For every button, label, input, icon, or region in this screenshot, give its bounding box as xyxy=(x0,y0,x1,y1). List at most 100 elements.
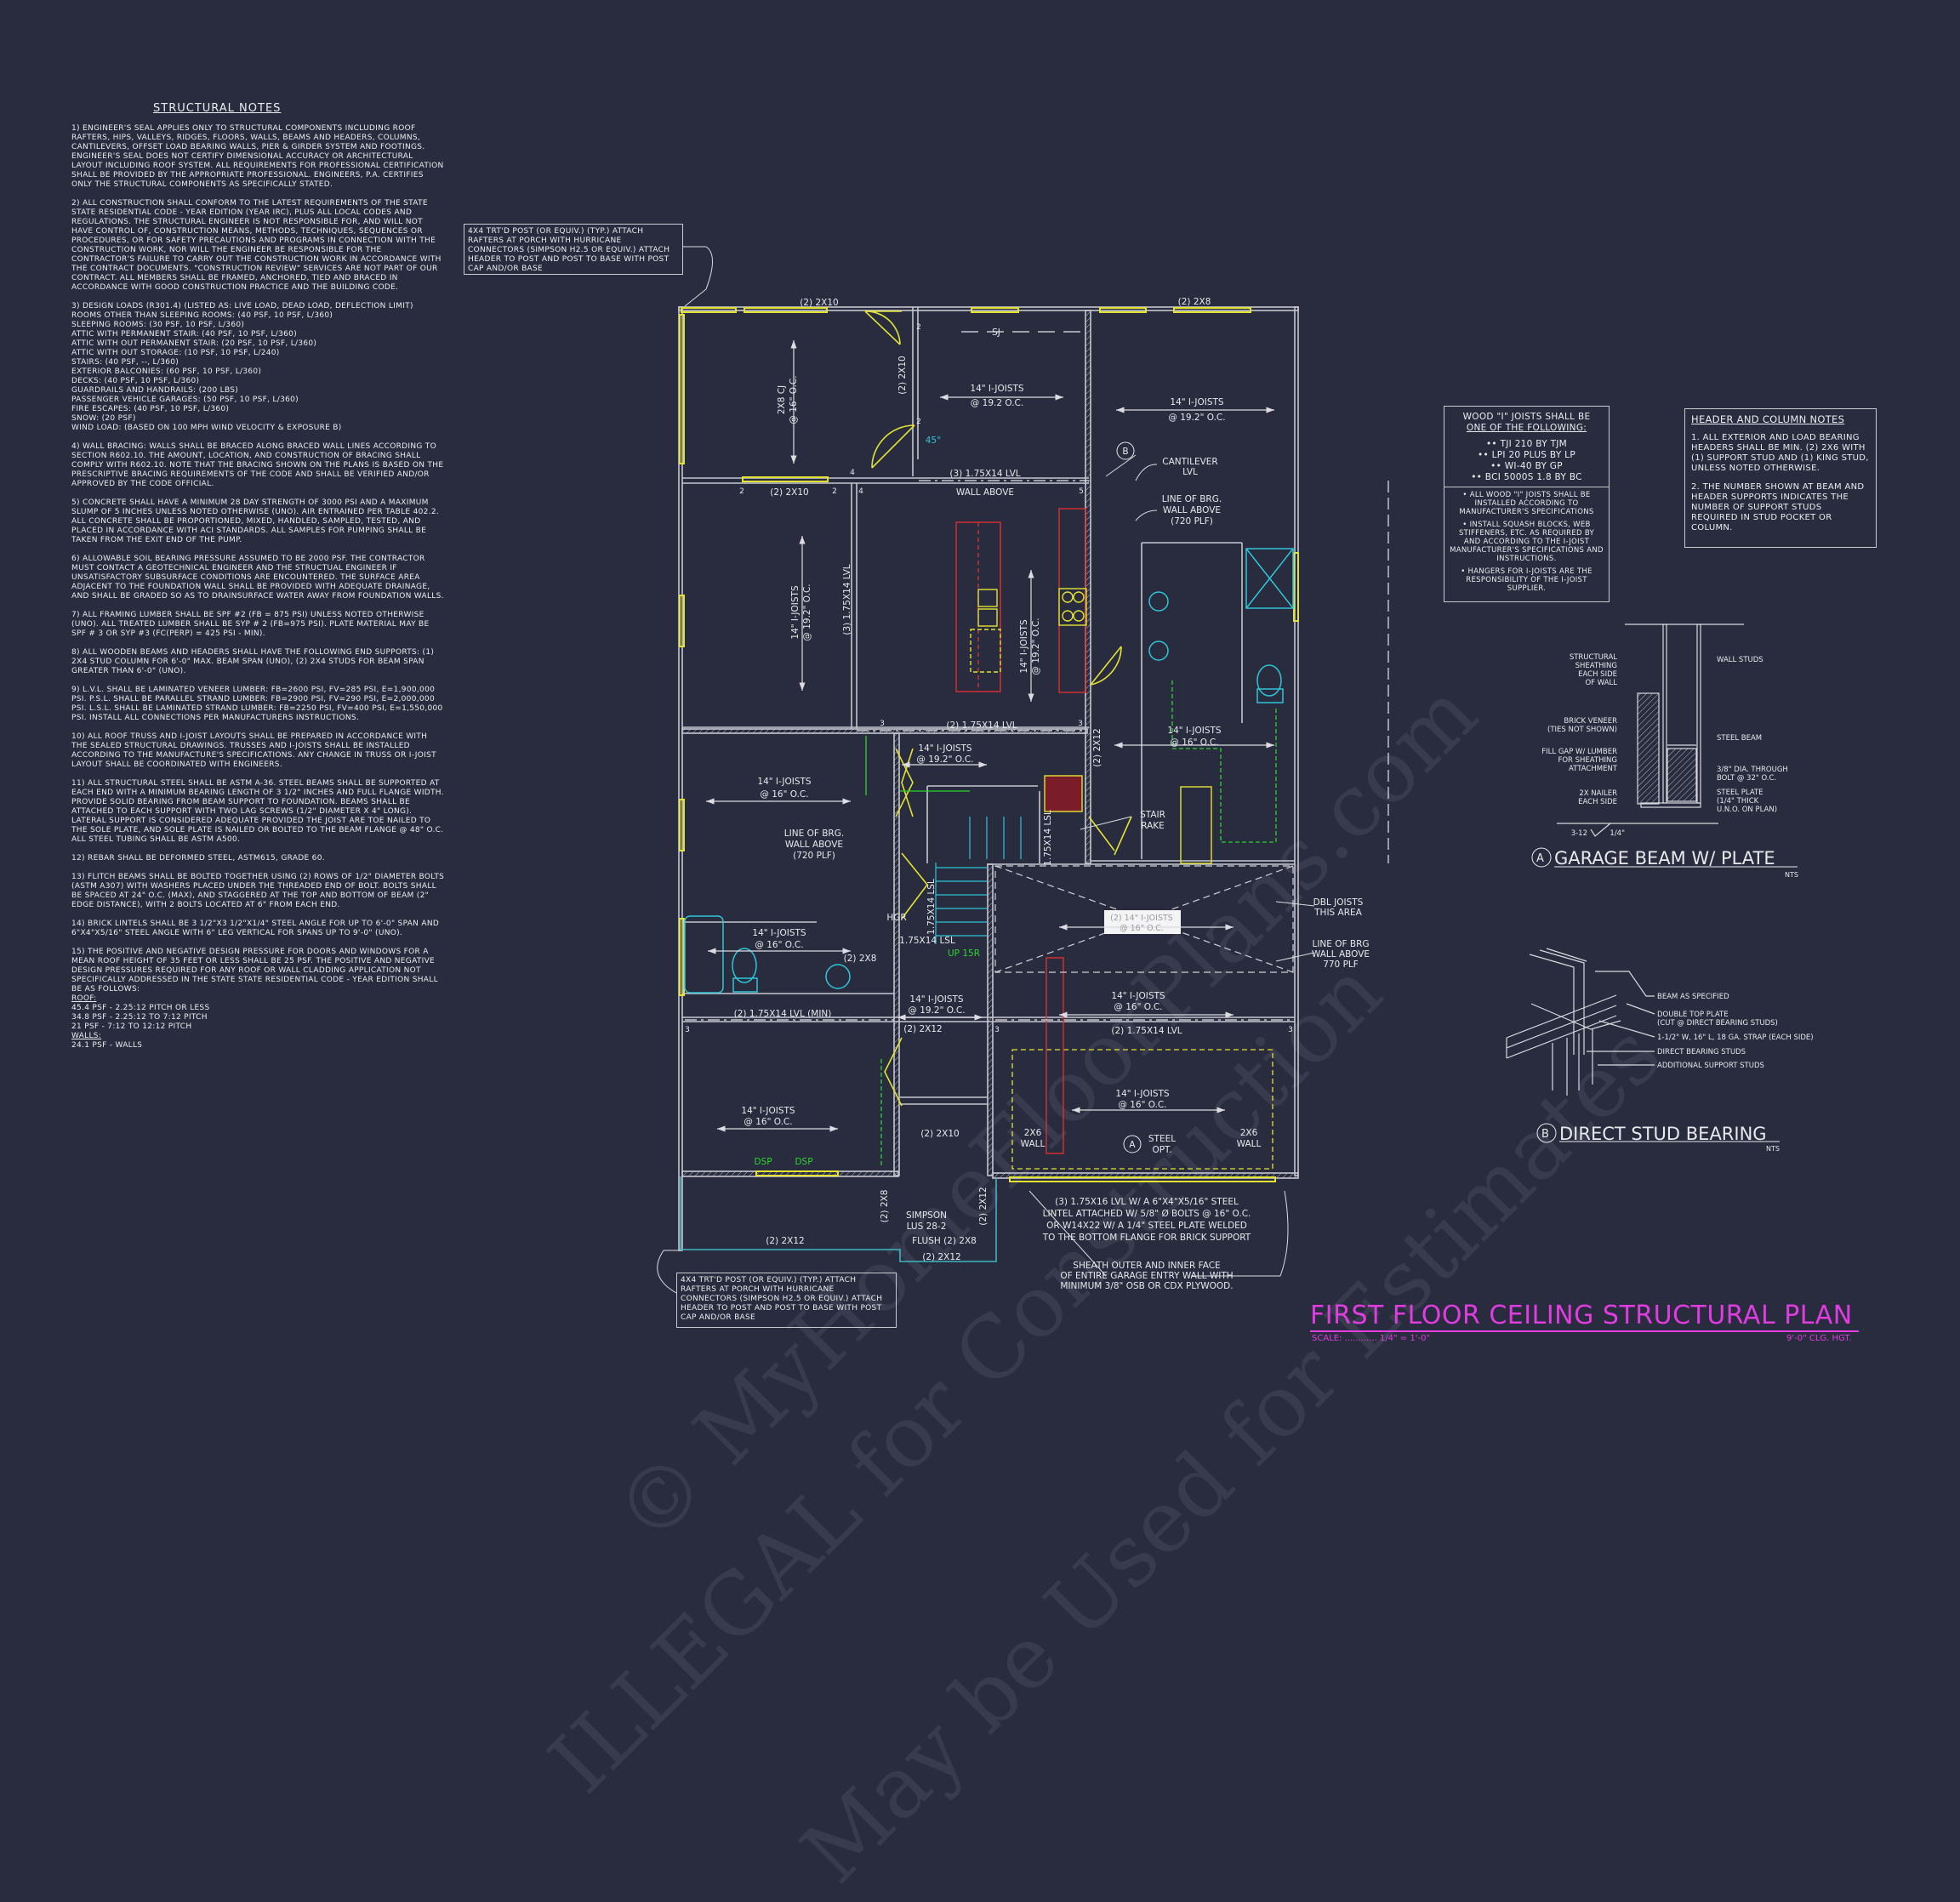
note-14: 14) BRICK LINTELS SHALL BE 3 1/2"x3 1/2"… xyxy=(71,920,440,937)
header-notes-title: HEADER AND COLUMN NOTES xyxy=(1691,413,1845,425)
stud-count: 3 xyxy=(994,1026,1000,1034)
note-13: 13) FLITCH BEAMS SHALL BE BOLTED TOGETHE… xyxy=(71,873,445,909)
beam-lines xyxy=(685,331,1389,1021)
load-line: EXTERIOR BALCONIES: (60 PSF, 10 PSF, L/3… xyxy=(71,367,262,376)
stud-count: 2 xyxy=(832,487,837,496)
pressure-note-text: 15) THE POSITIVE AND NEGATIVE DESIGN PRE… xyxy=(71,948,438,994)
roof-line: 34.8 PSF - 2.25:12 TO 7:12 PITCH xyxy=(71,1013,208,1022)
load-line: ATTIC WITH OUT PERMANENT STAIR: (20 PSF,… xyxy=(71,339,317,348)
wall-label: 2x6 xyxy=(1240,1128,1258,1138)
walls xyxy=(678,306,1299,1251)
header-label: (2) 2x12 xyxy=(1092,728,1102,766)
joist-label: 14" I-JOISTS xyxy=(909,994,964,1005)
detail-b-marker xyxy=(1116,441,1135,460)
joist-spacing: @ 16" O.C. xyxy=(760,789,808,800)
joist-spacing: @ 19.2 O.C. xyxy=(971,398,1023,408)
detail-label: BOLT @ 32" O.C. xyxy=(1717,774,1776,783)
note-3-design-loads: 3) DESIGN LOADS (R301.4) (LISTED AS: LIV… xyxy=(71,302,446,433)
detail-label: 1-1/2" W, 16" L, 18 GA. STRAP (EACH SIDE… xyxy=(1657,1034,1814,1042)
detail-label: ATTACHMENT xyxy=(1569,765,1618,773)
load-line: ATTIC WITH OUT STORAGE: (10 PSF, 10 PSF,… xyxy=(71,349,280,357)
angle-label: 45° xyxy=(926,436,942,446)
note-12: 12) REBAR SHALL BE DEFORMED STEEL, ASTM6… xyxy=(71,854,325,863)
stair-rake-label: STAIR xyxy=(1140,810,1165,820)
cantilever-label: LVL xyxy=(1182,467,1198,477)
strongback-label: SJ xyxy=(992,327,1000,338)
wall-above-label: WALL ABOVE xyxy=(956,487,1014,498)
weld-label: 3-12 xyxy=(1571,829,1587,838)
i-joist-notes: • ALL WOOD "I" JOISTS SHALL BE INSTALLED… xyxy=(1444,487,1609,601)
stair-up-label: UP 15R xyxy=(948,948,980,959)
joist-span-arrows xyxy=(706,340,1274,1132)
joist-spacing: @ 16" O.C. xyxy=(744,1117,792,1127)
i-joist-option: •• BCI 5000s 1.8 BY BC xyxy=(1471,472,1582,482)
stud-count: 3 xyxy=(1288,1026,1293,1034)
steel-opt-label: OPT. xyxy=(1152,1145,1171,1155)
header-label: (2) 2x10 xyxy=(920,1129,959,1139)
i-joist-heading: WOOD "I" JOISTS SHALL BE xyxy=(1462,412,1591,422)
header-label: (2) 2x12 xyxy=(922,1252,960,1262)
header-note: 1. ALL EXTERIOR AND LOAD BEARING HEADERS… xyxy=(1691,433,1869,473)
detail-a-marker-letter: A xyxy=(1536,852,1544,865)
bearing-line-label: (720 PLF) xyxy=(1171,516,1213,527)
design-loads-heading: 3) DESIGN LOADS (R301.4) (LISTED AS: LIV… xyxy=(71,302,413,310)
note-1: 1) ENGINEER'S SEAL APPLIES ONLY TO STRUC… xyxy=(71,124,444,189)
porch-post-callout-top: 4x4 TRT'D POST (OR EQUIV.) (TYP.) ATTACH… xyxy=(464,224,683,275)
detail-b-title: DIRECT STUD BEARING xyxy=(1559,1124,1767,1144)
detail-label: 3/8" DIA. THROUGH xyxy=(1717,766,1788,774)
detail-label: STRUCTURAL xyxy=(1570,653,1617,662)
dbl-joists-note: DBL JOISTS xyxy=(1313,897,1364,908)
roof-label: ROOF: xyxy=(71,994,97,1003)
lintel-note: OR W14x22 w/ A 1/4" STEEL PLATE WELDED xyxy=(1046,1221,1247,1231)
simpson-label: SIMPSON xyxy=(906,1210,947,1221)
stud-count: 4 xyxy=(850,469,855,477)
detail-label: ADDITIONAL SUPPORT STUDS xyxy=(1657,1062,1764,1070)
joist-spacing: @ 16" O.C. xyxy=(1114,1002,1162,1012)
i-joist-note: • ALL WOOD "I" JOISTS SHALL BE INSTALLED… xyxy=(1459,491,1594,516)
note-2: 2) ALL CONSTRUCTION SHALL CONFORM TO THE… xyxy=(71,199,442,292)
detail-label: DIRECT BEARING STUDS xyxy=(1657,1048,1746,1056)
roof-line: 21 PSF - 7:12 TO 12:12 PITCH xyxy=(71,1022,192,1031)
note-4: 4) WALL BRACING: WALLS SHALL BE BRACED A… xyxy=(71,442,444,488)
detail-label: STEEL BEAM xyxy=(1717,734,1762,743)
i-joist-option: •• TJI 210 BY TJM xyxy=(1485,439,1568,449)
stud-count: 3 xyxy=(685,1026,690,1034)
load-line: SNOW: (20 PSF) xyxy=(71,414,136,423)
stud-count: 5 xyxy=(1079,487,1084,496)
bearing-line-label: WALL ABOVE xyxy=(1163,505,1221,515)
detail-b-marker-letter: B xyxy=(1541,1128,1549,1141)
detail-label: EACH SIDE xyxy=(1578,670,1617,679)
detail-a-marker xyxy=(1123,1135,1142,1153)
simpson-label: LUS 28-2 xyxy=(907,1221,947,1232)
note-5: 5) CONCRETE SHALL HAVE A MINIMUM 28 DAY … xyxy=(71,498,440,544)
joist-spacing: @ 19.2" O.C. xyxy=(908,1005,965,1016)
header-note: 2. THE NUMBER SHOWN AT BEAM AND HEADER S… xyxy=(1691,482,1865,532)
porch-outline xyxy=(680,1176,997,1262)
joist-label: 14" I-JOISTS xyxy=(918,743,972,754)
i-joist-option: •• WI-40 BY GP xyxy=(1490,461,1563,471)
header-label: (2) 2x10 xyxy=(770,487,808,498)
joist-label: 14" I-JOISTS xyxy=(1019,619,1029,674)
note-6: 6) ALLOWABLE SOIL BEARING PRESSURE ASSUM… xyxy=(71,555,444,601)
joist-spacing: @ 19.2" O.C. xyxy=(1031,618,1041,675)
dsp-label: DSP xyxy=(754,1157,772,1167)
stud-count: 2 xyxy=(916,418,921,426)
sheath-note: MINIMUM 3/8" OSB OR CDX PLYWOOD. xyxy=(1060,1281,1233,1291)
beam-label: 1.75x14 LSL xyxy=(899,936,955,946)
roof-line: 45.4 PSF - 2.25:12 PITCH OR LESS xyxy=(71,1004,210,1012)
detail-label: EACH SIDE xyxy=(1578,798,1617,806)
detail-label: U.N.O. ON PLAN) xyxy=(1717,806,1777,814)
detail-a-labels: STRUCTURAL SHEATHING EACH SIDE OF WALL B… xyxy=(1541,653,1625,838)
i-joist-note: • HANGERS FOR I-JOISTS ARE THE RESPONSIB… xyxy=(1461,567,1592,593)
detail-label: BEAM AS SPECIFIED xyxy=(1657,993,1729,1001)
note-7: 7) ALL FRAMING LUMBER SHALL BE SPF #2 (F… xyxy=(71,611,430,638)
wall-label: 2x6 xyxy=(1024,1128,1042,1138)
detail-label: (TIES NOT SHOWN) xyxy=(1547,726,1617,734)
detail-label: FILL GAP W/ LUMBER xyxy=(1541,748,1617,756)
load-line: STAIRS: (40 PSF, --, L/360) xyxy=(71,358,179,367)
stud-count: 4 xyxy=(858,487,863,496)
steel-opt-label: STEEL xyxy=(1148,1134,1176,1144)
walls-line: 24.1 PSF - WALLS xyxy=(71,1041,143,1050)
stair xyxy=(935,817,1022,944)
header-label: (2) 2x8 xyxy=(880,1190,890,1223)
